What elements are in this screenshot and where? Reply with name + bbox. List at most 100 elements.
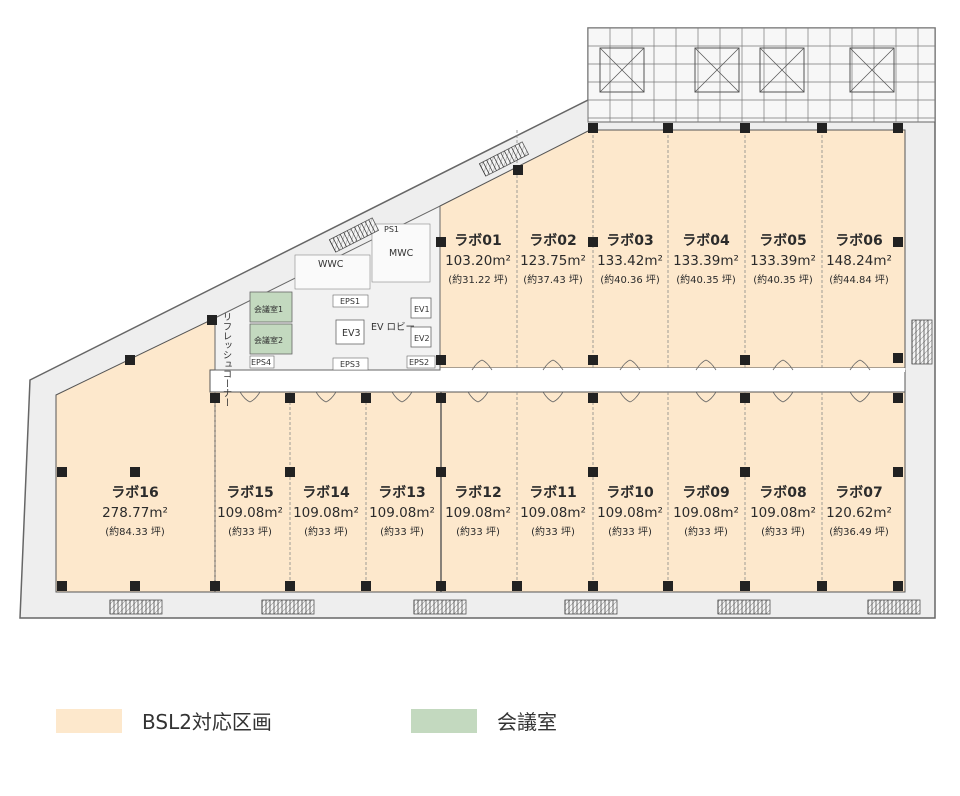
column [817, 123, 827, 133]
lab-tsubo: (約33 坪) [531, 525, 575, 538]
lab-name: ラボ04 [682, 233, 730, 249]
lab-room-lab05: ラボ05 133.39m² (約40.35 坪) [750, 233, 816, 286]
lab-area: 133.39m² [750, 253, 816, 269]
window-mark [564, 599, 618, 615]
lab-area: 120.62m² [826, 505, 892, 521]
legend-bsl2: BSL2対応区画 [56, 706, 272, 735]
door-swing [695, 359, 717, 371]
lab-doors [239, 359, 871, 403]
column [740, 581, 750, 591]
column [210, 393, 220, 403]
lab-name: ラボ02 [529, 233, 576, 249]
corridor [209, 369, 906, 393]
window-mark [261, 599, 315, 615]
door-swing [315, 391, 337, 403]
column [436, 467, 446, 477]
ev3-label: EV3 [342, 328, 361, 339]
eps1-box [332, 294, 369, 308]
legend-bsl2-label: BSL2対応区画 [142, 710, 272, 734]
lab-name: ラボ11 [529, 485, 576, 501]
lab-name: ラボ15 [226, 485, 273, 501]
window-marks [109, 141, 933, 615]
legend-meeting-swatch [411, 708, 477, 733]
column [436, 581, 446, 591]
eps2-label: EPS2 [409, 358, 429, 367]
lab-tsubo: (約31.22 坪) [448, 273, 508, 286]
lab-tsubo: (約33 坪) [456, 525, 500, 538]
column [285, 581, 295, 591]
ev2-box [410, 326, 432, 348]
meeting-room-1-area [249, 291, 293, 323]
eps3-box [332, 357, 369, 371]
column [893, 237, 903, 247]
window-mark [478, 141, 530, 177]
mwc-label: MWC [389, 248, 414, 259]
door-swing [542, 359, 564, 371]
column [436, 393, 446, 403]
window-mark [867, 599, 921, 615]
lab-area: 109.08m² [445, 505, 511, 521]
lab-area: 133.39m² [673, 253, 739, 269]
column [436, 355, 446, 365]
column [361, 393, 371, 403]
ev1-label: EV1 [414, 305, 430, 314]
mwc-area [371, 223, 431, 283]
lab-name: ラボ03 [606, 233, 653, 249]
lab-area: 109.08m² [673, 505, 739, 521]
column [740, 123, 750, 133]
column [125, 355, 135, 365]
column [740, 467, 750, 477]
meeting-room-2-label: 会議室2 [254, 335, 283, 345]
door-swing [467, 391, 489, 403]
lab-name: ラボ14 [302, 485, 350, 501]
door-swing [471, 359, 493, 371]
window-mark [328, 217, 380, 253]
lab-area: 109.08m² [293, 505, 359, 521]
lab-area: 109.08m² [750, 505, 816, 521]
lab-name: ラボ10 [606, 485, 654, 501]
column [663, 123, 673, 133]
rooftop-structure [587, 27, 936, 123]
lab-tsubo: (約44.84 坪) [829, 273, 889, 286]
lab-name: ラボ05 [759, 233, 806, 249]
column [817, 581, 827, 591]
lab-tsubo: (約36.49 坪) [829, 525, 889, 538]
ev1-box [410, 297, 432, 319]
column [740, 393, 750, 403]
door-swing [695, 391, 717, 403]
eps4-box [249, 355, 275, 369]
wwc-area [294, 254, 371, 290]
lab-tsubo: (約84.33 坪) [105, 525, 165, 538]
column [285, 467, 295, 477]
column [893, 353, 903, 363]
lab-name: ラボ01 [454, 233, 501, 249]
wwc-label: WWC [318, 259, 344, 270]
meeting-room-2-area [249, 323, 293, 355]
column [588, 123, 598, 133]
column [130, 581, 140, 591]
column [740, 355, 750, 365]
lab-area: 109.08m² [217, 505, 283, 521]
eps4-label: EPS4 [251, 358, 271, 367]
column [588, 393, 598, 403]
lab-area: 109.08m² [369, 505, 435, 521]
legend-bsl2-swatch [56, 708, 122, 733]
column [588, 467, 598, 477]
door-swing [619, 391, 641, 403]
column [893, 581, 903, 591]
lab-tsubo: (約40.35 坪) [753, 273, 813, 286]
column [285, 393, 295, 403]
lab-tsubo: (約33 坪) [228, 525, 272, 538]
eps3-label: EPS3 [340, 360, 360, 369]
lab-name: ラボ08 [759, 485, 806, 501]
